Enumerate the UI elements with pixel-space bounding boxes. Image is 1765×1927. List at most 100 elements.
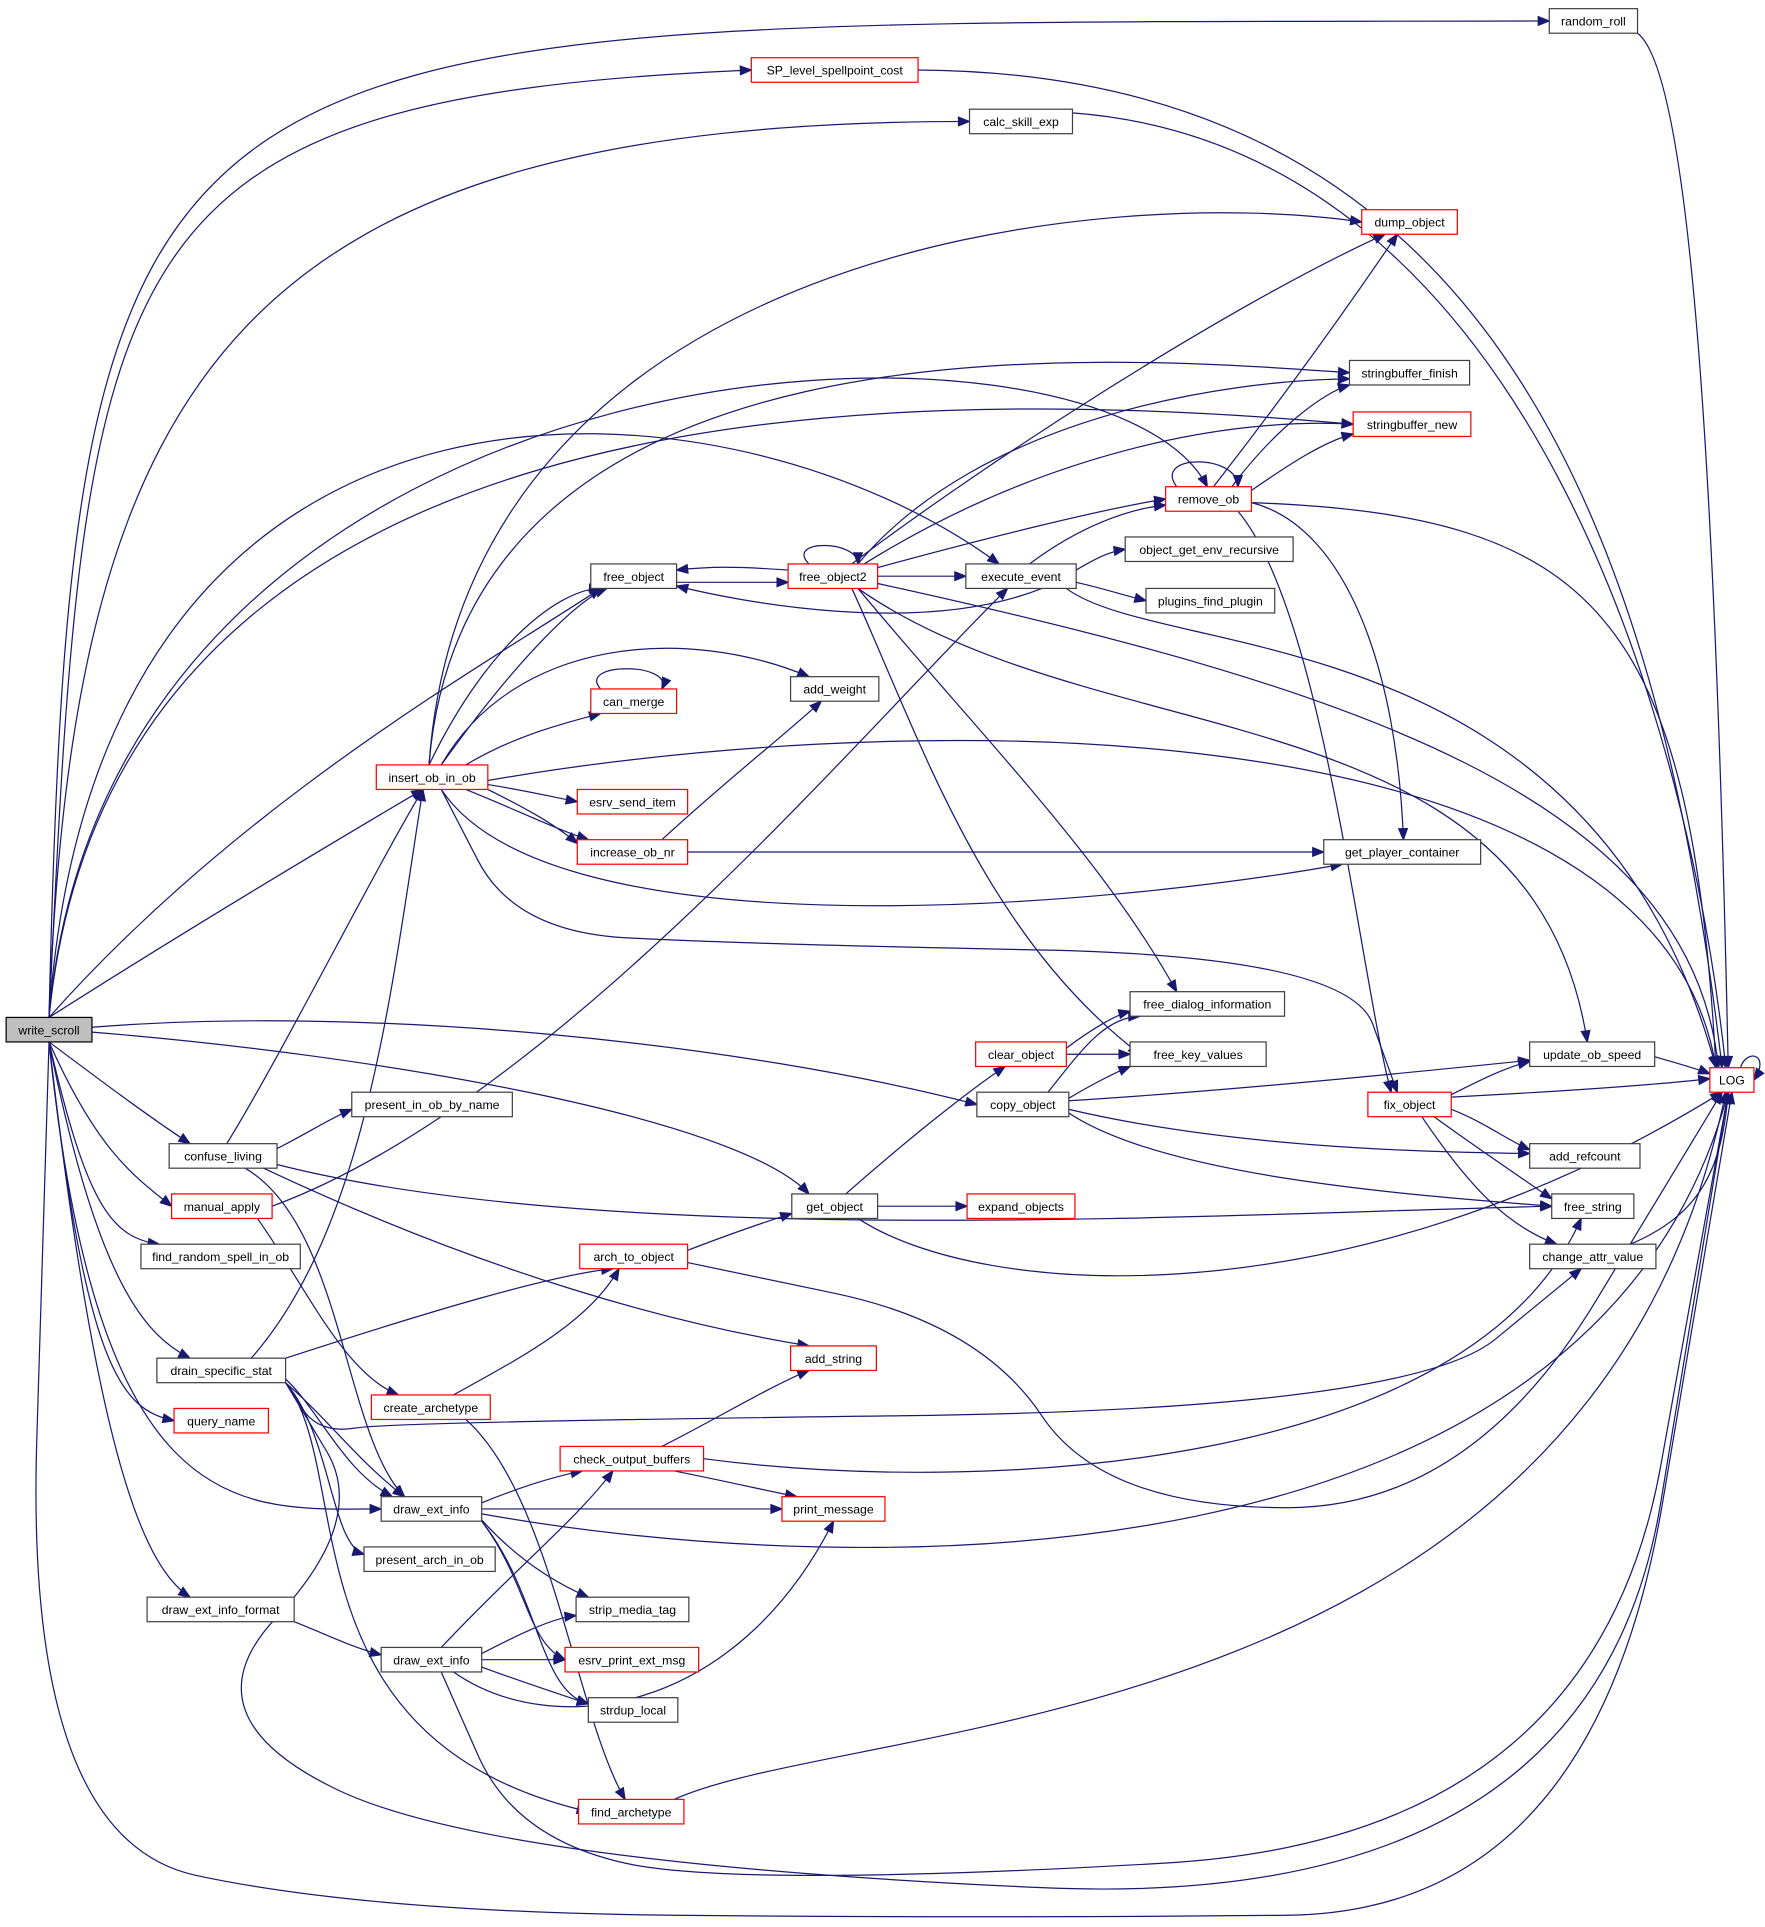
node-insert-ob-in-ob[interactable]: insert_ob_in_ob (375, 764, 489, 791)
node-esrv-print-ext-msg[interactable]: esrv_print_ext_msg (564, 1646, 700, 1673)
node-add-refcount[interactable]: add_refcount (1529, 1143, 1641, 1169)
arrowhead-icon (564, 794, 579, 805)
node-get-object[interactable]: get_object (791, 1193, 879, 1220)
edge-line (48, 408, 1354, 1018)
node-drain-specific-stat[interactable]: drain_specific_stat (156, 1357, 287, 1384)
edge-line (48, 377, 1208, 1018)
node-clear-object[interactable]: clear_object (975, 1041, 1067, 1068)
node-label: add_weight (803, 683, 866, 697)
node-box (576, 788, 689, 815)
node-find-archetype[interactable]: find_archetype (577, 1798, 685, 1825)
node-remove-ob[interactable]: remove_ob (1165, 486, 1253, 512)
edge-line (877, 582, 1720, 1068)
node-present-arch-in-ob[interactable]: present_arch_in_ob (363, 1546, 496, 1573)
node-box (1165, 486, 1253, 512)
node-manual-apply[interactable]: manual_apply (170, 1193, 273, 1220)
node-draw-ext-info-2[interactable]: draw_ext_info (380, 1646, 483, 1673)
edge-draw-ext-info-to-esrv-print-ext-msg (481, 1520, 567, 1661)
node-box (351, 1091, 513, 1118)
node-copy-object[interactable]: copy_object (976, 1091, 1070, 1118)
node-plugins-find-plugin[interactable]: plugins_find_plugin (1145, 587, 1276, 614)
node-add-string[interactable]: add_string (789, 1345, 877, 1372)
node-label: LOG (1719, 1074, 1745, 1088)
arrowhead-icon (177, 1586, 192, 1599)
node-dump-object[interactable]: dump_object (1361, 209, 1458, 235)
edge-get-object-to-expand-objects (877, 1201, 969, 1212)
node-strdup-local[interactable]: strdup_local (587, 1697, 679, 1723)
edge-can-merge-to-can-merge (596, 668, 672, 691)
node-free-object2[interactable]: free_object2 (787, 563, 879, 590)
node-box (575, 1596, 690, 1623)
node-random-roll[interactable]: random_roll (1548, 8, 1639, 34)
arrowhead-icon (1337, 373, 1352, 385)
edge-line (285, 1268, 613, 1359)
node-label: add_string (805, 1352, 862, 1366)
node-get-player-container[interactable]: get_player_container (1323, 839, 1482, 865)
edge-write-scroll-to-find-random-spell-in-ob (48, 1041, 162, 1248)
node-free-object[interactable]: free_object (590, 563, 678, 590)
node-label: stringbuffer_finish (1361, 366, 1458, 380)
node-increase-ob-nr[interactable]: increase_ob_nr (576, 839, 689, 865)
node-add-weight[interactable]: add_weight (789, 676, 880, 702)
node-free-dialog-information[interactable]: free_dialog_information (1129, 991, 1286, 1017)
node-present-in-ob-by-name[interactable]: present_in_ob_by_name (351, 1091, 513, 1118)
node-update-ob-speed[interactable]: update_ob_speed (1529, 1041, 1656, 1068)
node-expand-objects[interactable]: expand_objects (966, 1193, 1076, 1220)
node-stringbuffer-finish[interactable]: stringbuffer_finish (1348, 359, 1471, 386)
node-draw-ext-info-format[interactable]: draw_ext_info_format (146, 1596, 295, 1623)
edge-line (1451, 1078, 1710, 1098)
edge-line (1629, 1092, 1729, 1245)
arrowhead-icon (1232, 475, 1244, 489)
node-check-output-buffers[interactable]: check_output_buffers (559, 1445, 705, 1472)
node-label: increase_ob_nr (590, 846, 674, 860)
edge-line (440, 647, 810, 766)
node-print-message[interactable]: print_message (781, 1496, 886, 1522)
edge-line (1047, 1015, 1140, 1093)
edge-fix-object-to-free-string (1433, 1116, 1554, 1200)
arrowhead-icon (1112, 545, 1127, 557)
node-label: write_scroll (17, 1023, 79, 1037)
arrowhead-icon (986, 552, 1001, 565)
node-draw-ext-info[interactable]: draw_ext_info (380, 1496, 483, 1522)
edge-line (674, 1470, 797, 1498)
node-confuse-living[interactable]: confuse_living (168, 1143, 278, 1169)
edge-line (596, 668, 664, 690)
edge-line (481, 1519, 589, 1598)
node-arch-to-object[interactable]: arch_to_object (579, 1243, 689, 1270)
node-sp-level-spellpoint-cost[interactable]: SP_level_spellpoint_cost (750, 57, 919, 83)
edge-line (851, 588, 1141, 1055)
node-box (1529, 1243, 1657, 1270)
edge-line (271, 588, 1008, 1207)
node-calc-skill-exp[interactable]: calc_skill_exp (968, 108, 1074, 135)
node-write-scroll[interactable]: write_scroll (5, 1016, 93, 1043)
node-label: plugins_find_plugin (1158, 594, 1263, 608)
arrowhead-icon (1568, 1267, 1583, 1281)
node-box (789, 1345, 877, 1372)
node-query-name[interactable]: query_name (173, 1407, 270, 1434)
node-stringbuffer-new[interactable]: stringbuffer_new (1352, 411, 1472, 438)
node-free-string[interactable]: free_string (1551, 1193, 1635, 1220)
arrowhead-icon (1133, 592, 1148, 603)
arrowhead-icon (770, 1503, 784, 1515)
node-object-get-env-recursive[interactable]: object_get_env_recursive (1124, 536, 1294, 563)
node-fix-object[interactable]: fix_object (1367, 1091, 1452, 1118)
node-strip-media-tag[interactable]: strip_media_tag (575, 1596, 690, 1623)
node-change-attr-value[interactable]: change_attr_value (1529, 1243, 1657, 1270)
edge-write-scroll-to-log (35, 1041, 1736, 1918)
node-free-key-values[interactable]: free_key_values (1129, 1041, 1267, 1068)
node-can-merge[interactable]: can_merge (590, 688, 678, 715)
edge-insert-ob-in-ob-to-increase-ob-nr (487, 788, 579, 845)
node-label: remove_ob (1178, 493, 1239, 507)
node-find-random-spell-in-ob[interactable]: find_random_spell_in_ob (140, 1243, 301, 1270)
edge-line (1068, 1108, 1530, 1155)
edge-create-archetype-to-find-archetype (465, 1419, 626, 1801)
edge-line (91, 1020, 978, 1106)
edge-write-scroll-to-sp-level-spellpoint-cost (48, 65, 754, 1018)
edge-write-scroll-to-calc-skill-exp (48, 116, 972, 1018)
node-esrv-send-item[interactable]: esrv_send_item (576, 788, 689, 815)
node-create-archetype[interactable]: create_archetype (370, 1394, 491, 1421)
arrowhead-icon (992, 1065, 1007, 1078)
node-execute-event[interactable]: execute_event (965, 563, 1077, 590)
node-log[interactable]: LOG (1709, 1067, 1755, 1093)
edge-line (440, 1470, 614, 1648)
